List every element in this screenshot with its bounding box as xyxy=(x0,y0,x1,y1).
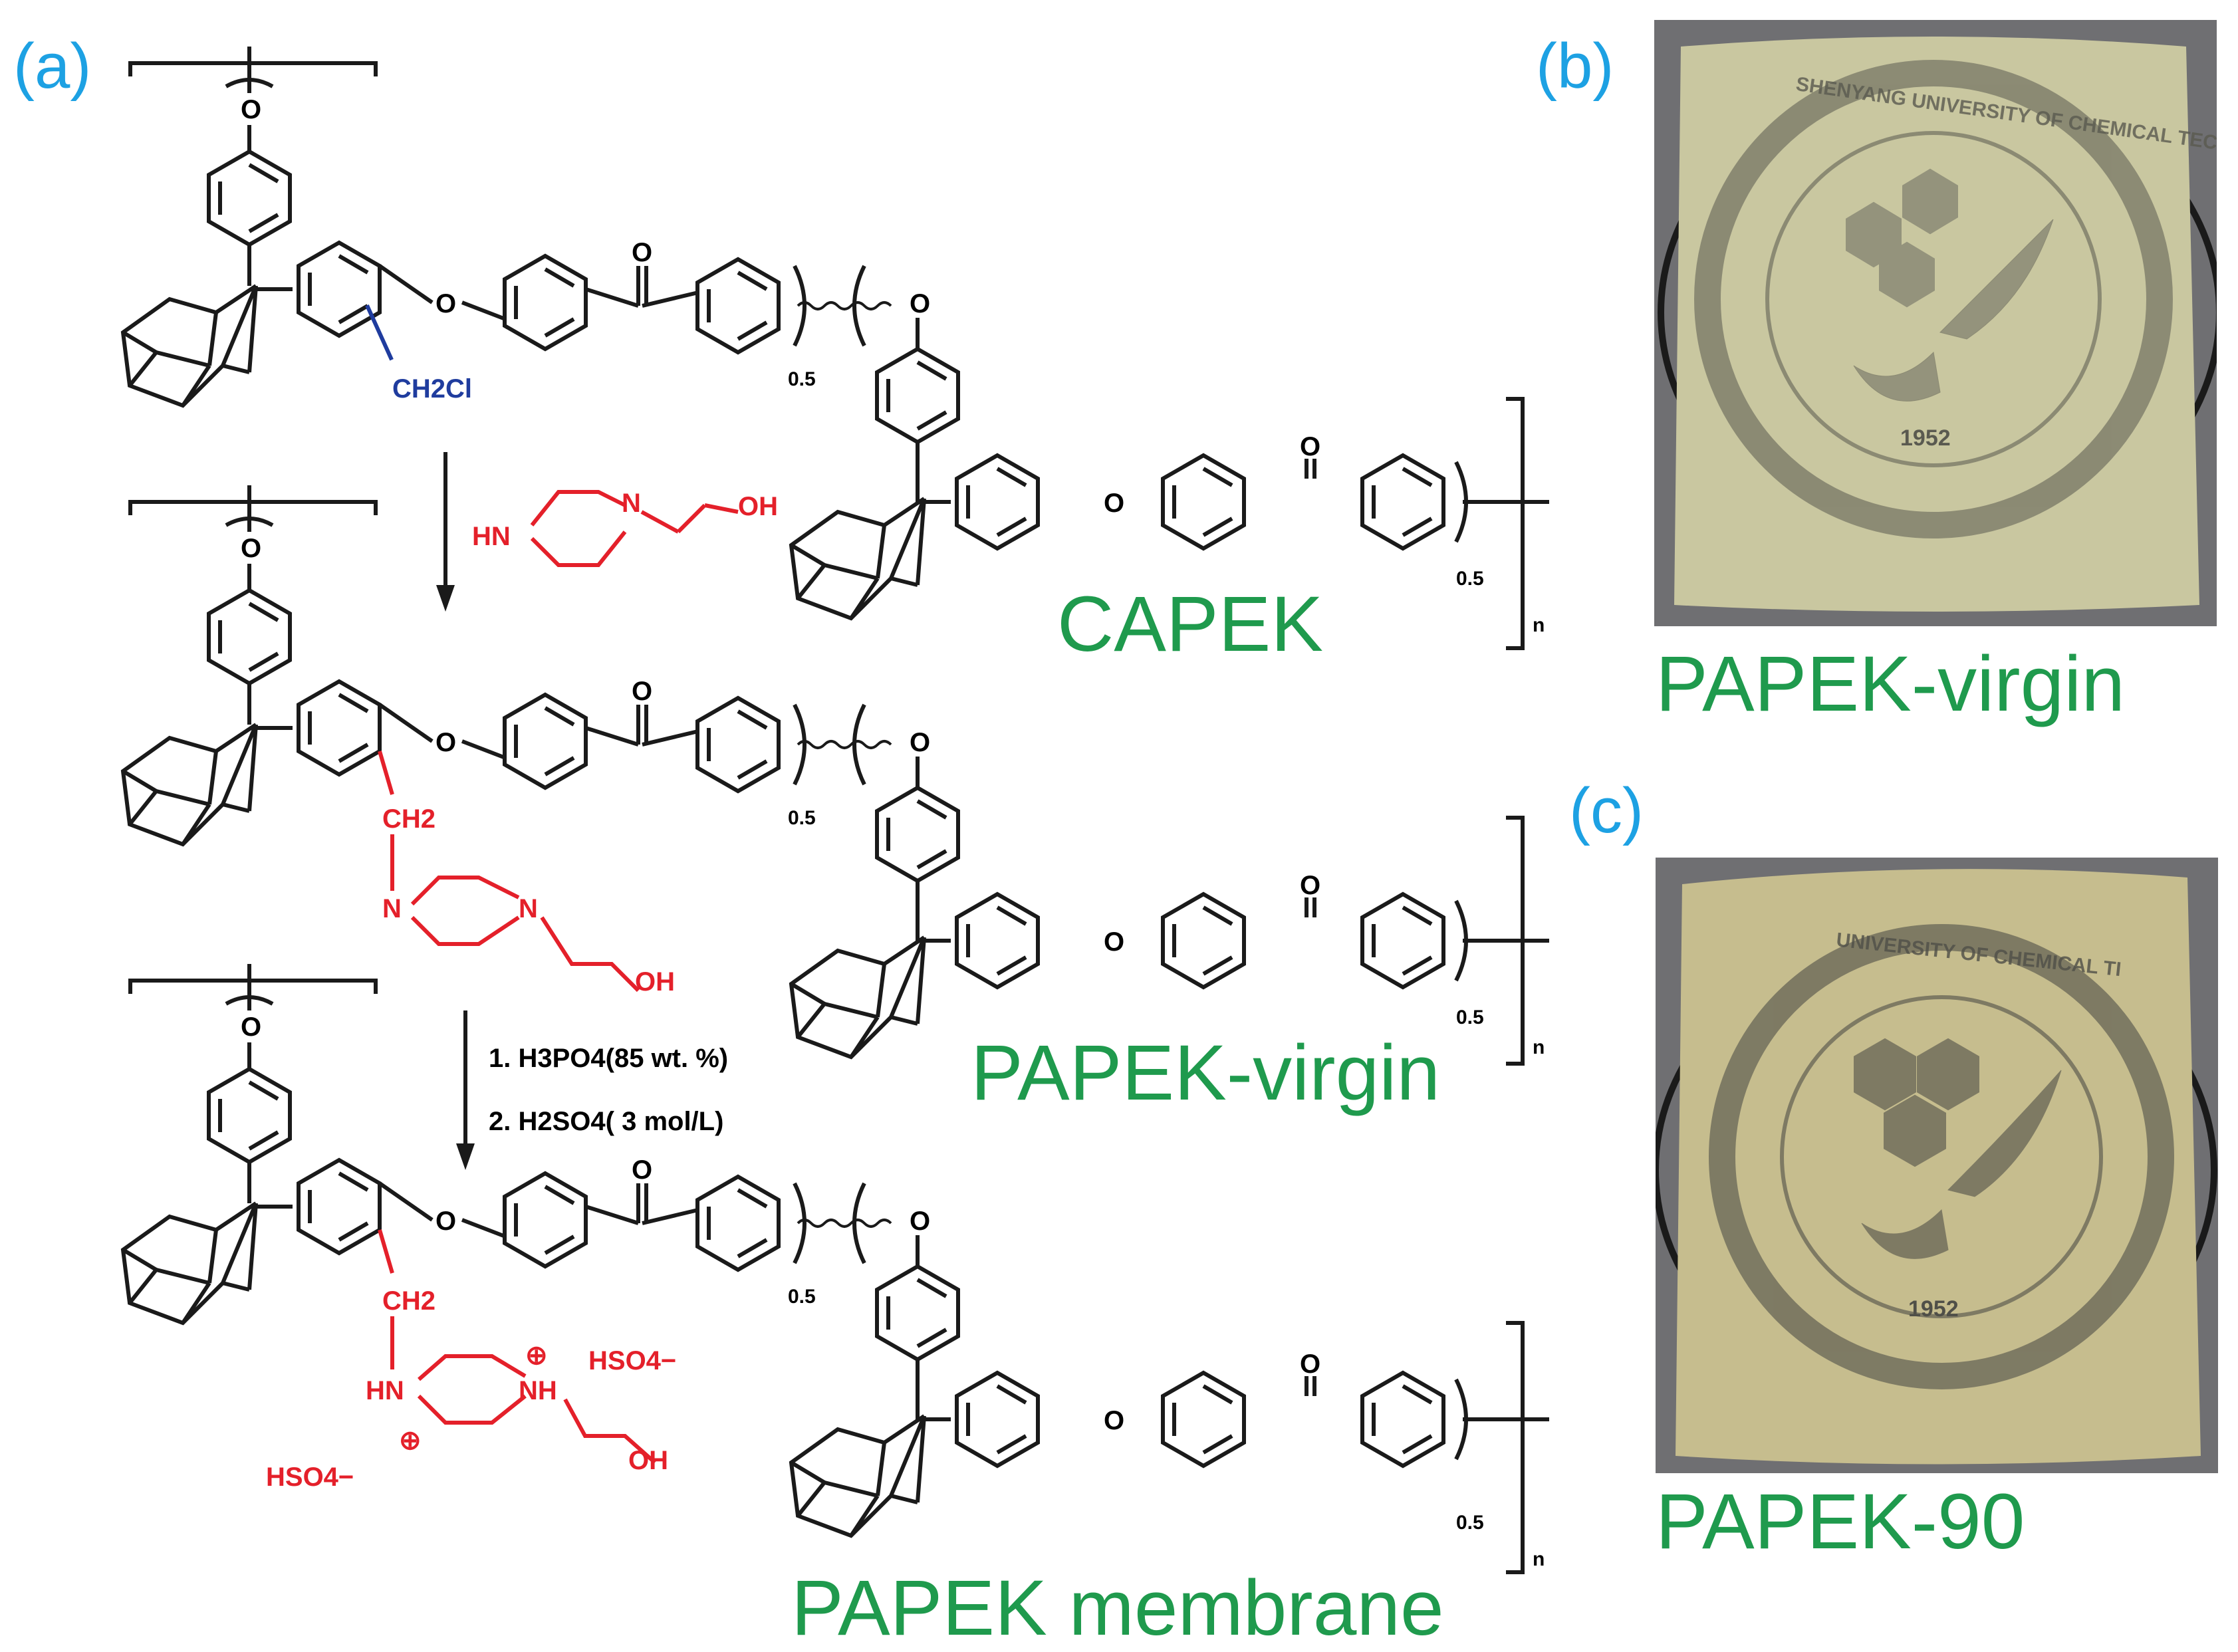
reaction-scheme: O CH2Cl O O 0.5 O O O xyxy=(0,47,1549,1574)
svg-text:0.5: 0.5 xyxy=(1456,568,1484,590)
papek-membrane-structure: O CH2 HN NH ⊕ ⊕ OH HSO4− HSO4− O O 0.5 O xyxy=(123,964,1549,1574)
svg-text:O: O xyxy=(241,534,261,563)
capek-structure: O CH2Cl O O 0.5 O O O xyxy=(123,47,1549,650)
svg-text:n: n xyxy=(1533,1036,1545,1058)
svg-text:O: O xyxy=(435,728,456,757)
panel-label-b: (b) xyxy=(1536,31,1614,102)
carbonyl-oxygen: O xyxy=(632,238,652,267)
membrane-film-c: 1952 UNIVERSITY OF CHEMICAL TI xyxy=(1656,869,2217,1465)
seal-year: 1952 xyxy=(1900,425,1951,451)
svg-text:HN: HN xyxy=(472,522,511,551)
svg-text:NH: NH xyxy=(519,1376,557,1405)
university-seal xyxy=(1694,60,2173,538)
reaction-condition-2: 2. H2SO4( 3 mol/L) xyxy=(489,1107,723,1136)
photo-papek-90: 1952 UNIVERSITY OF CHEMICAL TI xyxy=(1656,858,2218,1473)
bisulfate-ion: HSO4− xyxy=(588,1346,676,1375)
svg-text:O: O xyxy=(241,1012,261,1042)
hydroxyethyl-piperazine-reagent xyxy=(530,490,739,567)
svg-text:0.5: 0.5 xyxy=(1456,1512,1484,1534)
svg-text:O: O xyxy=(910,1207,930,1236)
svg-text:N: N xyxy=(622,489,641,518)
panel-label-a: (a) xyxy=(13,31,92,102)
svg-text:n: n xyxy=(1533,614,1545,636)
svg-text:OH: OH xyxy=(738,492,778,521)
panel-label-c: (c) xyxy=(1569,775,1644,846)
svg-text:0.5: 0.5 xyxy=(788,807,816,829)
svg-text:O: O xyxy=(1300,1350,1320,1379)
svg-text:0.5: 0.5 xyxy=(1456,1006,1484,1028)
svg-text:OH: OH xyxy=(635,967,675,997)
svg-text:OH: OH xyxy=(628,1446,668,1475)
svg-text:O: O xyxy=(1104,489,1124,518)
photo-papek-virgin: 1952 SHENYANG UNIVERSITY OF CHEMICAL TEC… xyxy=(1654,20,2217,626)
oxygen-atom: O xyxy=(241,95,261,124)
svg-text:O: O xyxy=(910,289,930,318)
svg-text:O: O xyxy=(632,1155,652,1185)
papek-virgin-label: PAPEK-virgin xyxy=(971,1029,1441,1117)
membrane-film-b: 1952 SHENYANG UNIVERSITY OF CHEMICAL TEC… xyxy=(1658,37,2217,612)
svg-text:O: O xyxy=(1104,1406,1124,1435)
reaction-condition-1: 1. H3PO4(85 wt. %) xyxy=(489,1044,728,1073)
svg-text:O: O xyxy=(910,728,930,757)
svg-text:0.5: 0.5 xyxy=(788,1286,816,1308)
photo-b-caption: PAPEK-virgin xyxy=(1656,640,2126,728)
svg-text:O: O xyxy=(1300,432,1320,461)
ether-oxygen: O xyxy=(435,289,456,318)
svg-text:HN: HN xyxy=(366,1376,404,1405)
svg-text:CH2: CH2 xyxy=(382,804,435,834)
svg-text:CH2: CH2 xyxy=(382,1286,435,1316)
svg-text:N: N xyxy=(519,894,538,923)
svg-text:N: N xyxy=(382,894,402,923)
svg-text:⊕: ⊕ xyxy=(525,1341,548,1370)
seal-year: 1952 xyxy=(1908,1296,1959,1322)
photo-c-caption: PAPEK-90 xyxy=(1656,1478,2025,1566)
svg-text:O: O xyxy=(1300,871,1320,900)
svg-text:O: O xyxy=(632,677,652,706)
papek-virgin-structure: O CH2 N N OH O O 0.5 O O xyxy=(123,485,1549,1066)
university-seal xyxy=(1709,924,2174,1389)
svg-text:n: n xyxy=(1533,1548,1545,1570)
bisulfate-ion: HSO4− xyxy=(266,1463,354,1492)
chloromethyl-group: CH2Cl xyxy=(392,374,472,404)
svg-text:⊕: ⊕ xyxy=(399,1426,422,1455)
papek-membrane-label: PAPEK membrane xyxy=(791,1564,1444,1652)
svg-text:O: O xyxy=(435,1207,456,1236)
svg-text:0.5: 0.5 xyxy=(788,368,816,390)
svg-text:O: O xyxy=(1104,927,1124,957)
capek-label: CAPEK xyxy=(1057,580,1324,668)
